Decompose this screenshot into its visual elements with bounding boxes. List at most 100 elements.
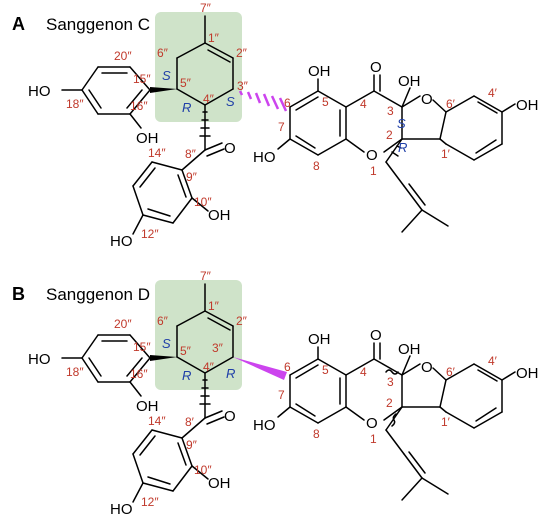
atom-number: 7″ [200,269,212,283]
stereo-label: R [182,368,191,383]
atom-number: 2 [386,128,393,142]
atom-label: OH [308,63,331,80]
atom-number: 9″ [186,170,198,184]
atom-label: HO [110,501,133,518]
atom-label: HO [253,417,276,434]
atom-number: 8′ [185,415,195,429]
atom-number: 4′ [488,86,498,100]
atom-label: O [366,415,378,432]
atom-number: 16″ [130,367,148,381]
atom-number: 3 [387,104,394,118]
atom-number: 6′ [446,365,456,379]
atom-label: OH [516,97,539,114]
atom-number: 1 [370,432,377,446]
atom-number: 5 [322,363,329,377]
atom-label: O [224,408,236,425]
atom-number: 4″ [203,92,215,106]
atom-number: 1′ [441,147,451,161]
atom-label: OH [136,130,159,147]
atom-number: 14″ [148,146,166,160]
atom-number: 15″ [133,72,151,86]
atom-number: 1″ [208,299,220,313]
atom-number: 18″ [66,365,84,379]
atom-label: O [421,91,433,108]
panel-a: A Sanggenon C HO OH OH O OH O OH O HO O … [12,1,539,250]
atom-number: 10″ [194,463,212,477]
atom-number: 2 [386,396,393,410]
stereo-label: S [162,68,171,83]
atom-label: OH [516,365,539,382]
atom-number: 15″ [133,340,151,354]
atom-number: 6 [284,96,291,110]
wedge-bond [150,87,177,93]
atom-number: 12″ [141,227,159,241]
atom-number: 5″ [180,76,192,90]
atom-number: 3″ [237,79,249,93]
atom-label: HO [110,233,133,250]
hashed-bond [199,111,211,137]
atom-label: OH [398,73,421,90]
wedge-bond [150,355,177,361]
atom-number: 8″ [185,147,197,161]
atom-number: 5″ [180,344,192,358]
panel-b: B Sanggenon D HO OH OH O OH O OH O HO O … [12,269,539,518]
stereo-label: R [182,100,191,115]
atom-label: O [370,327,382,344]
atom-label: O [224,140,236,157]
atom-label: HO [28,83,51,100]
wavy-bond [385,369,399,375]
atom-number: 4′ [488,354,498,368]
wavy-bond [391,413,397,427]
atom-number: 7 [278,388,285,402]
atom-label: OH [208,475,231,492]
compound-name: Sanggenon D [46,285,150,304]
atom-number: 8 [313,159,320,173]
atom-number: 7 [278,120,285,134]
atom-number: 2″ [236,314,248,328]
atom-label: OH [308,331,331,348]
atom-number: 6 [284,360,291,374]
atom-label: OH [398,341,421,358]
atom-label: O [366,147,378,164]
atom-number: 9″ [186,438,198,452]
atom-number: 20″ [114,317,132,331]
atom-number: 6″ [157,314,169,328]
atom-number: 20″ [114,49,132,63]
panel-letter: A [12,14,25,34]
atom-number: 1′ [441,415,451,429]
atom-label: HO [253,149,276,166]
atom-number: 3″ [212,341,224,355]
atom-number: 7″ [200,1,212,15]
atom-number: 6″ [157,46,169,60]
atom-number: 10″ [194,195,212,209]
atom-number: 3 [387,375,394,389]
atom-label: O [421,359,433,376]
atom-number: 18″ [66,97,84,111]
stereo-label: S [397,116,406,131]
atom-number: 4 [360,365,367,379]
atom-number: 14″ [148,414,166,428]
atom-number: 1 [370,164,377,178]
compound-name: Sanggenon C [46,15,150,34]
hashed-bond-prenyl [391,145,402,157]
atom-number: 2″ [236,46,248,60]
linking-bond [238,90,288,112]
atom-label: OH [136,398,159,415]
atom-number: 5 [322,95,329,109]
linking-bond [233,357,287,380]
atom-label: OH [208,207,231,224]
atom-number: 1″ [208,31,220,45]
stereo-label: S [226,94,235,109]
atom-number: 4″ [203,360,215,374]
atom-label: HO [28,351,51,368]
atom-number: 8 [313,427,320,441]
atom-number: 6′ [446,97,456,111]
stereo-label: S [162,336,171,351]
panel-letter: B [12,284,25,304]
hashed-bond [199,379,211,405]
atom-number: 16″ [130,99,148,113]
stereo-label: R [398,140,407,155]
atom-label: O [370,59,382,76]
stereo-label: R [226,366,235,381]
